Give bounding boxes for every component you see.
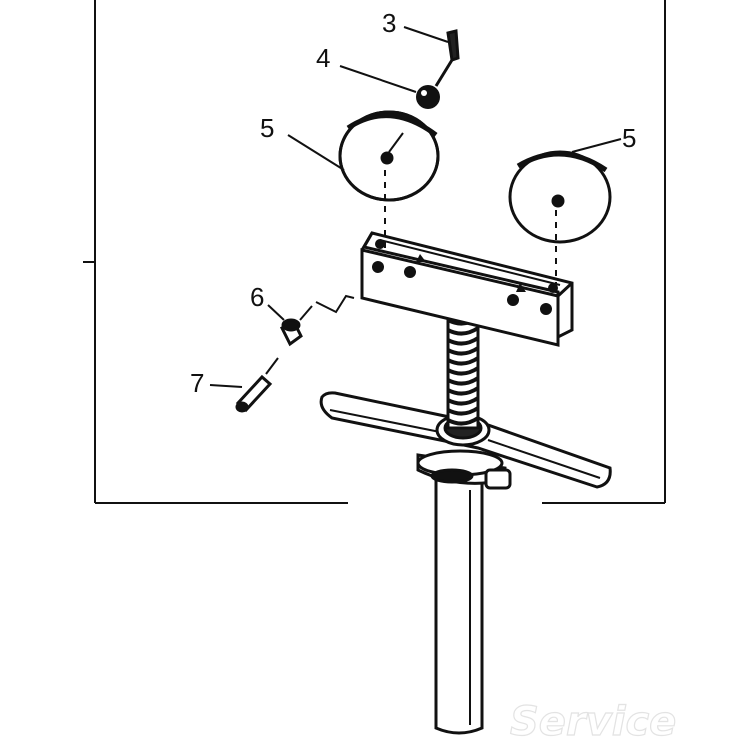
jaw-pad-right (508, 150, 612, 290)
screw-part (434, 29, 460, 87)
set-screw-part (279, 294, 355, 347)
callout-5-right: 5 (622, 123, 636, 153)
thread-ridge (447, 336, 480, 346)
thread-ridge (447, 396, 480, 406)
ball-part (416, 85, 440, 109)
callout-5-left: 5 (260, 113, 274, 143)
shaft (434, 476, 484, 735)
thread-ridge (447, 386, 480, 396)
thread-ridge (447, 416, 480, 426)
callout-7: 7 (190, 368, 204, 398)
pin-part (235, 357, 279, 413)
callout-6: 6 (250, 282, 264, 312)
thread-ridge (447, 366, 480, 376)
jaw-holes (372, 239, 558, 315)
frame (83, 0, 666, 504)
thread-ridge (447, 326, 480, 336)
thread-ridge (447, 346, 480, 356)
thread-ridge (447, 356, 480, 366)
callout-4: 4 (316, 43, 330, 73)
jaw-block (360, 231, 574, 347)
thread-ridge (447, 376, 480, 386)
leader-lines (209, 26, 622, 388)
callout-labels: 3 4 5 5 6 7 (190, 8, 636, 398)
collar (416, 449, 512, 490)
thread-ridge (447, 406, 480, 416)
callout-3: 3 (382, 8, 396, 38)
watermark: Service (510, 699, 676, 745)
jaw-pad-left (338, 110, 440, 255)
